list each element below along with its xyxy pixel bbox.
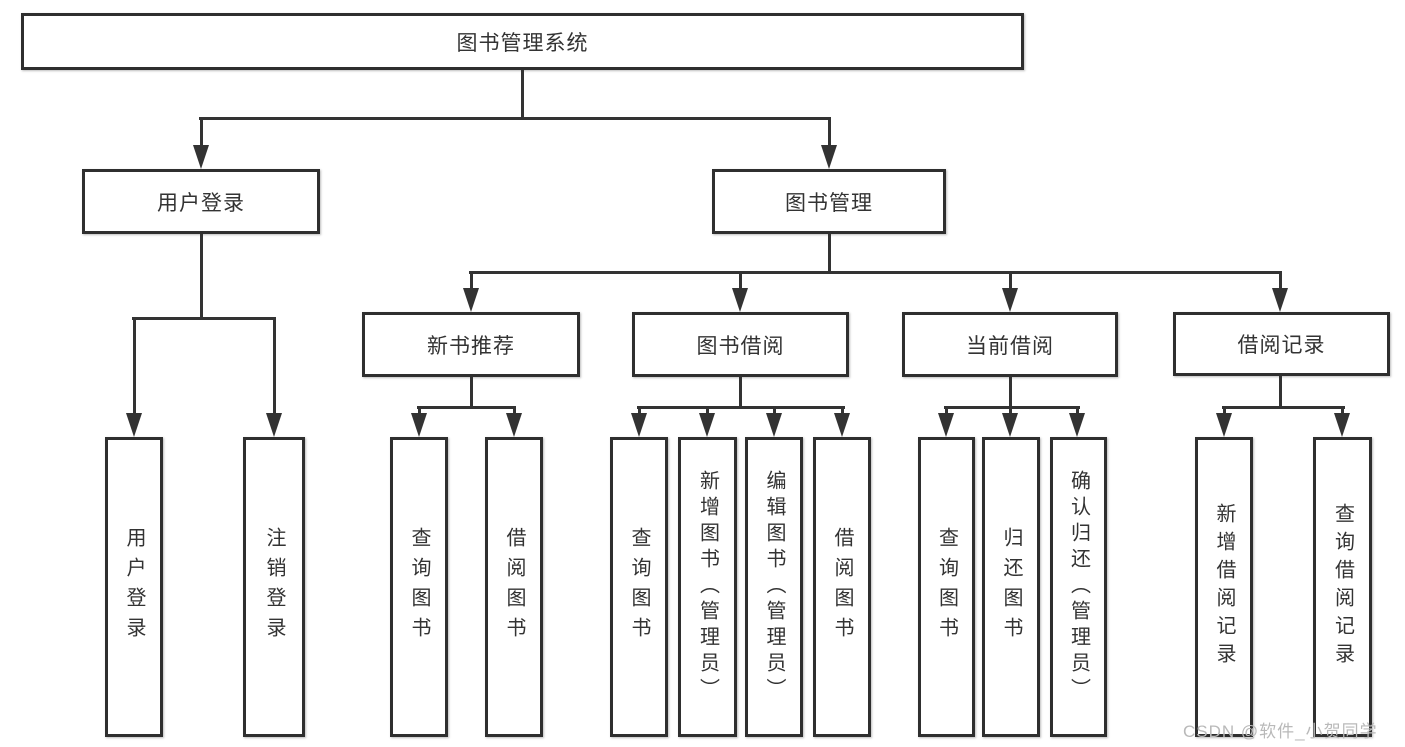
- node-leaf-edit-book: 编辑图书（管理员）: [745, 437, 803, 737]
- leaf-borrow-book-2-arrowhead: [834, 413, 850, 437]
- connector-book-borrow-bar: [637, 406, 845, 409]
- node-leaf-logout: 注销登录: [243, 437, 305, 737]
- leaf-logout-arrowhead: [266, 413, 282, 437]
- node-leaf-user-login: 用户登录: [105, 437, 163, 737]
- node-label: 当前借阅: [966, 334, 1054, 358]
- leaf-return-book-arrowhead: [1002, 413, 1018, 437]
- connector-user-login-stem: [200, 234, 203, 320]
- connector-current-borrow-drop: [1009, 271, 1012, 291]
- node-label: 借阅图书: [831, 527, 853, 647]
- node-leaf-confirm-return: 确认归还（管理员）: [1050, 437, 1107, 737]
- node-label: 查询图书: [408, 527, 430, 647]
- node-label: 编辑图书（管理员）: [763, 470, 785, 704]
- leaf-borrow-book-1-arrowhead: [506, 413, 522, 437]
- connector-drop: [841, 406, 844, 416]
- connector-book-borrow-stem: [739, 377, 742, 409]
- node-label: 归还图书: [1000, 527, 1022, 647]
- connector-current-borrow-stem: [1009, 377, 1012, 409]
- node-leaf-borrow-book-2: 借阅图书: [813, 437, 871, 737]
- connector-drop: [773, 406, 776, 416]
- node-label: 图书借阅: [696, 334, 785, 358]
- connector-drop: [638, 406, 641, 416]
- connector-borrow-records-bar: [1222, 406, 1345, 409]
- node-label: 用户登录: [123, 527, 145, 647]
- node-leaf-add-record: 新增借阅记录: [1195, 437, 1253, 737]
- connector-drop: [418, 406, 421, 416]
- connector-borrow-records-drop: [1279, 271, 1282, 291]
- connector-drop: [1009, 406, 1012, 416]
- connector-leaf-logout-drop: [273, 317, 276, 415]
- connector-drop: [1076, 406, 1079, 416]
- connector-root-stem: [521, 70, 524, 120]
- connector-new-book-rec-drop: [470, 271, 473, 291]
- csdn-watermark: CSDN @软件_小贺同学: [1183, 722, 1378, 741]
- connector-drop: [513, 406, 516, 416]
- book-mgmt-arrowhead: [821, 145, 837, 169]
- node-leaf-query-book-2: 查询图书: [610, 437, 668, 737]
- node-label: 注销登录: [263, 527, 285, 647]
- node-label: 查询图书: [935, 527, 958, 647]
- leaf-add-record-arrowhead: [1216, 413, 1232, 437]
- leaf-edit-book-arrowhead: [766, 413, 782, 437]
- connector-book-borrow-drop: [739, 271, 742, 291]
- borrow-records-arrowhead: [1272, 288, 1288, 312]
- connector-user-login-bar: [132, 317, 276, 320]
- node-new-book-rec: 新书推荐: [362, 312, 580, 377]
- connector-user-login-drop: [200, 117, 203, 148]
- node-label: 查询借阅记录: [1331, 503, 1354, 671]
- node-label: 用户登录: [157, 191, 245, 215]
- node-label: 确认归还（管理员）: [1067, 470, 1090, 704]
- node-label: 新增借阅记录: [1213, 503, 1235, 671]
- node-label: 图书管理: [785, 191, 873, 215]
- node-label: 查询图书: [628, 527, 650, 647]
- connector-current-borrow-bar: [944, 406, 1080, 409]
- node-book-borrow: 图书借阅: [632, 312, 849, 377]
- node-current-borrow: 当前借阅: [902, 312, 1118, 377]
- node-label: 借阅图书: [503, 527, 525, 647]
- node-label: 借阅记录: [1237, 334, 1326, 357]
- connector-new-book-rec-stem: [470, 377, 473, 409]
- leaf-query-book-3-arrowhead: [938, 413, 954, 437]
- node-borrow-records: 借阅记录: [1173, 312, 1390, 376]
- current-borrow-arrowhead: [1002, 288, 1018, 312]
- connector-book-mgmt-bar: [469, 271, 1282, 274]
- node-book-mgmt: 图书管理: [712, 169, 946, 234]
- node-leaf-query-book-1: 查询图书: [390, 437, 448, 737]
- node-root-library-system: 图书管理系统: [21, 13, 1024, 70]
- leaf-query-book-1-arrowhead: [411, 413, 427, 437]
- node-leaf-query-book-3: 查询图书: [918, 437, 975, 737]
- connector-drop: [945, 406, 948, 416]
- connector-drop: [1223, 406, 1226, 416]
- connector-borrow-records-stem: [1279, 376, 1282, 409]
- node-label: 新增图书（管理员）: [696, 470, 719, 704]
- node-leaf-query-record: 查询借阅记录: [1313, 437, 1372, 737]
- leaf-query-record-arrowhead: [1334, 413, 1350, 437]
- connector-new-book-rec-bar: [417, 406, 516, 409]
- user-login-arrowhead: [193, 145, 209, 169]
- leaf-confirm-return-arrowhead: [1069, 413, 1085, 437]
- node-user-login: 用户登录: [82, 169, 320, 234]
- connector-root-bar: [199, 117, 831, 120]
- node-label: 新书推荐: [427, 334, 515, 358]
- leaf-user-login-arrowhead: [126, 413, 142, 437]
- node-leaf-borrow-book-1: 借阅图书: [485, 437, 543, 737]
- leaf-query-book-2-arrowhead: [631, 413, 647, 437]
- connector-book-mgmt-stem: [828, 234, 831, 274]
- new-book-rec-arrowhead: [463, 288, 479, 312]
- book-borrow-arrowhead: [732, 288, 748, 312]
- connector-book-mgmt-drop: [828, 117, 831, 148]
- connector-drop: [706, 406, 709, 416]
- leaf-add-book-arrowhead: [699, 413, 715, 437]
- node-leaf-return-book: 归还图书: [982, 437, 1040, 737]
- connector-drop: [1341, 406, 1344, 416]
- node-label: 图书管理系统: [456, 31, 589, 55]
- node-leaf-add-book: 新增图书（管理员）: [678, 437, 737, 737]
- connector-leaf-user-login-drop: [133, 317, 136, 415]
